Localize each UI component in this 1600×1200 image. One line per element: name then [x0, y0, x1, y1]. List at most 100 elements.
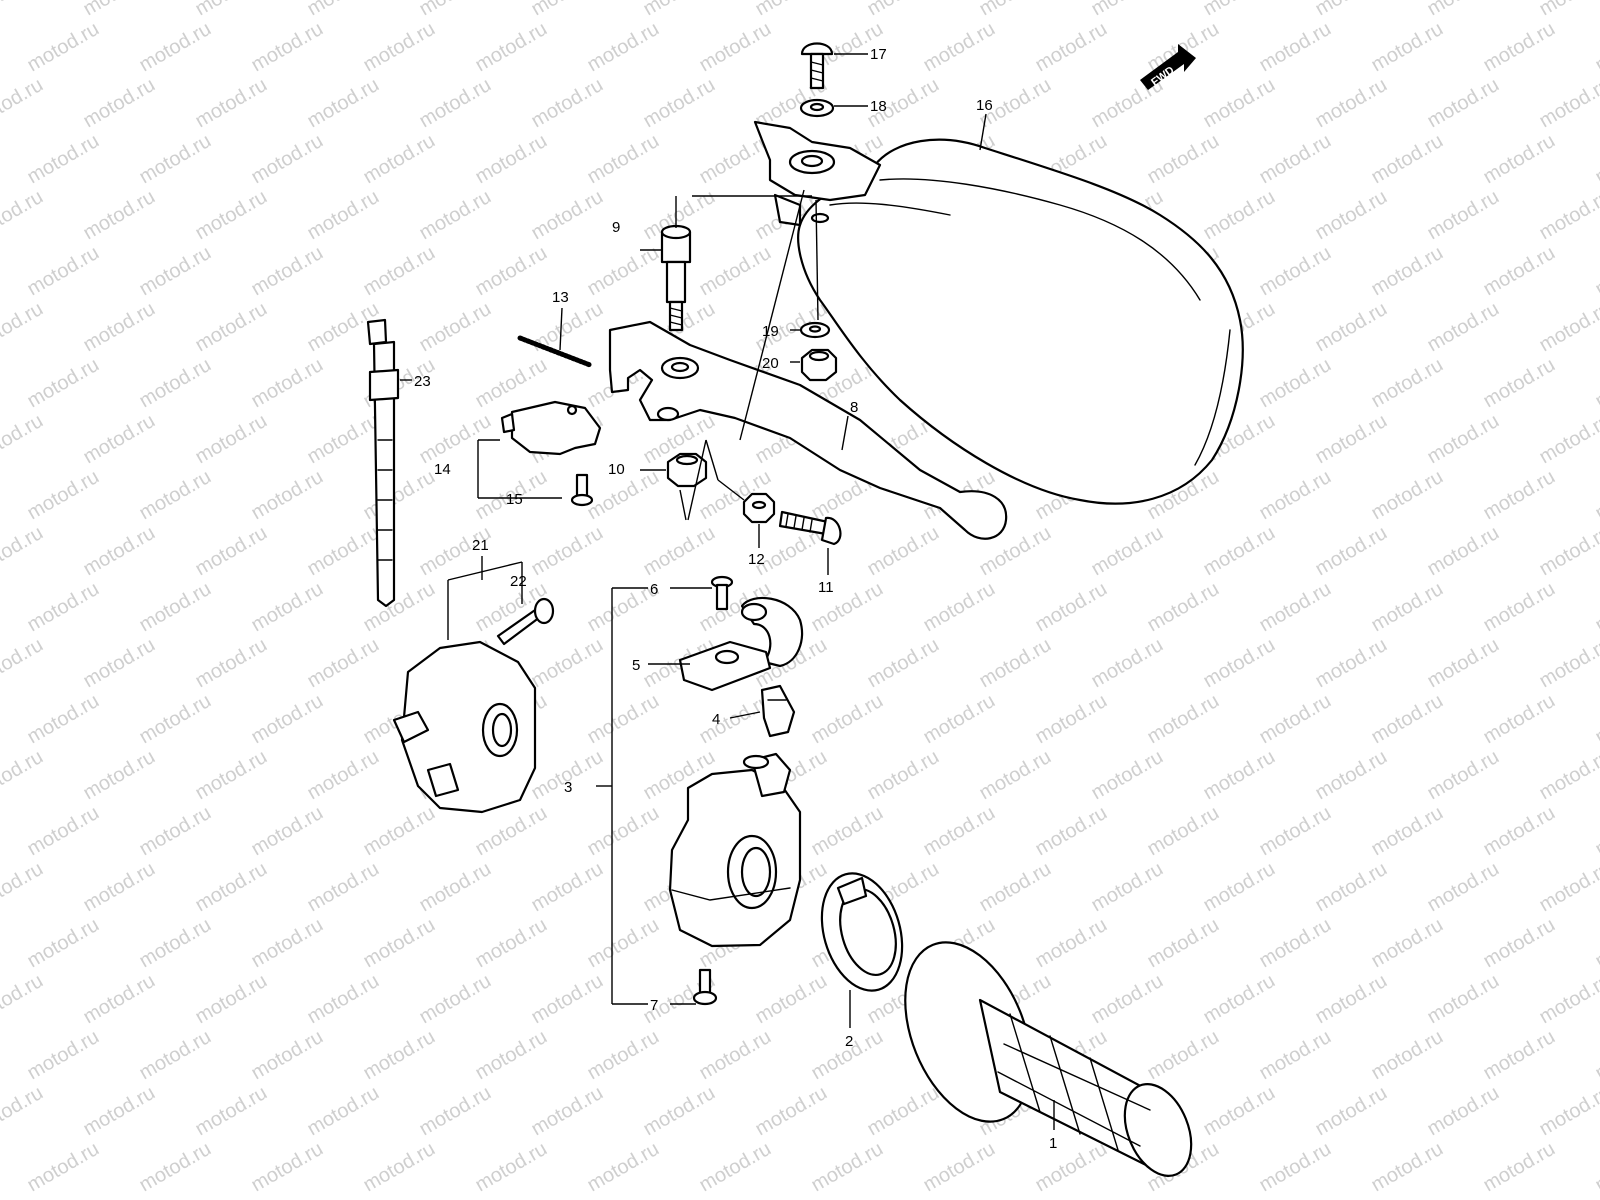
watermark-text: motod.ru [1312, 298, 1391, 357]
watermark-text: motod.ru [1592, 914, 1600, 973]
callout-13: 13 [552, 289, 569, 306]
watermark-text: motod.ru [0, 1082, 47, 1141]
watermark-text: motod.ru [248, 1026, 327, 1085]
callout-14: 14 [434, 461, 451, 478]
watermark-text: motod.ru [304, 970, 383, 1029]
watermark-text: motod.ru [1200, 1082, 1279, 1141]
watermark-text: motod.ru [192, 298, 271, 357]
watermark-text: motod.ru [1312, 970, 1391, 1029]
clutch-lever-8[interactable] [608, 320, 1008, 540]
nut-20[interactable] [800, 348, 838, 382]
watermark-text: motod.ru [1088, 634, 1167, 693]
nut-12[interactable] [742, 492, 776, 524]
watermark-text: motod.ru [136, 690, 215, 749]
throttle-housing-3[interactable] [668, 752, 802, 948]
watermark-text: motod.ru [1200, 74, 1279, 133]
watermark-text: motod.ru [1536, 298, 1600, 357]
collar-bolt-9[interactable] [660, 224, 692, 332]
nut-10[interactable] [666, 452, 708, 488]
watermark-text: motod.ru [1144, 18, 1223, 77]
watermark-text: motod.ru [0, 746, 47, 805]
watermark-text: motod.ru [360, 578, 439, 637]
watermark-text: motod.ru [136, 242, 215, 301]
clip-4[interactable] [760, 684, 796, 738]
watermark-text: motod.ru [1592, 466, 1600, 525]
watermark-text: motod.ru [584, 1026, 663, 1085]
throttle-pulley-2[interactable] [809, 864, 915, 1000]
watermark-text: motod.ru [416, 970, 495, 1029]
watermark-text: motod.ru [976, 746, 1055, 805]
screw-17[interactable] [800, 42, 834, 90]
watermark-text: motod.ru [416, 1082, 495, 1141]
watermark-text: motod.ru [1032, 802, 1111, 861]
watermark-text: motod.ru [80, 1194, 159, 1200]
spring-13[interactable] [517, 335, 593, 368]
watermark-text: motod.ru [1032, 690, 1111, 749]
watermark-text: motod.ru [24, 466, 103, 525]
watermark-text: motod.ru [304, 522, 383, 581]
screw-15[interactable] [570, 473, 594, 507]
watermark-text: motod.ru [192, 74, 271, 133]
watermark-text: motod.ru [920, 578, 999, 637]
washer-19[interactable] [799, 321, 831, 339]
callout-7: 7 [650, 997, 658, 1014]
callout-8: 8 [850, 399, 858, 416]
grip-1[interactable] [881, 924, 1204, 1186]
watermark-text: motod.ru [24, 242, 103, 301]
clamp-plate-5[interactable] [678, 640, 772, 692]
watermark-text: motod.ru [920, 1138, 999, 1197]
watermark-text: motod.ru [1480, 354, 1559, 413]
clutch-switch-14[interactable] [500, 400, 602, 456]
watermark-text: motod.ru [472, 18, 551, 77]
watermark-text: motod.ru [192, 634, 271, 693]
watermark-text: motod.ru [1256, 18, 1335, 77]
watermark-text: motod.ru [136, 18, 215, 77]
watermark-text: motod.ru [192, 522, 271, 581]
cable-elbow[interactable] [740, 596, 804, 668]
watermark-text: motod.ru [976, 858, 1055, 917]
watermark-text: motod.ru [24, 1026, 103, 1085]
watermark-text: motod.ru [136, 130, 215, 189]
watermark-text: motod.ru [80, 1082, 159, 1141]
watermark-text: motod.ru [24, 802, 103, 861]
watermark-text: motod.ru [304, 634, 383, 693]
watermark-text: motod.ru [1536, 186, 1600, 245]
watermark-text: motod.ru [360, 1026, 439, 1085]
watermark-text: motod.ru [192, 1082, 271, 1141]
watermark-text: motod.ru [192, 858, 271, 917]
watermark-text: motod.ru [584, 914, 663, 973]
watermark-text: motod.ru [976, 634, 1055, 693]
watermark-text: motod.ru [24, 578, 103, 637]
watermark-text: motod.ru [1480, 578, 1559, 637]
callout-11: 11 [818, 579, 834, 596]
watermark-text: motod.ru [304, 1194, 383, 1200]
watermark-text: motod.ru [640, 1082, 719, 1141]
screw-6[interactable] [710, 575, 734, 611]
watermark-text: motod.ru [1536, 1194, 1600, 1200]
watermark-text: motod.ru [1592, 802, 1600, 861]
watermark-text: motod.ru [1480, 914, 1559, 973]
washer-18[interactable] [799, 98, 835, 118]
watermark-text: motod.ru [0, 186, 47, 245]
watermark-text: motod.ru [1312, 746, 1391, 805]
watermark-text: motod.ru [1256, 466, 1335, 525]
watermark-text: motod.ru [1592, 354, 1600, 413]
watermark-text: motod.ru [0, 858, 47, 917]
screw-22[interactable] [496, 597, 555, 646]
screw-7[interactable] [692, 968, 718, 1006]
cable-strap-23[interactable] [366, 318, 400, 608]
watermark-text: motod.ru [1424, 410, 1503, 469]
watermark-text: motod.ru [416, 74, 495, 133]
watermark-text: motod.ru [248, 914, 327, 973]
watermark-text: motod.ru [1480, 690, 1559, 749]
watermark-text: motod.ru [1536, 410, 1600, 469]
hand-guard[interactable] [797, 138, 1244, 505]
switch-housing-21[interactable] [392, 640, 537, 814]
guard-bracket[interactable] [753, 120, 882, 227]
watermark-text: motod.ru [920, 18, 999, 77]
watermark-text: motod.ru [24, 914, 103, 973]
watermark-text: motod.ru [192, 746, 271, 805]
pivot-bolt-11[interactable] [778, 510, 842, 546]
watermark-text: motod.ru [1536, 522, 1600, 581]
watermark-text: motod.ru [1088, 746, 1167, 805]
